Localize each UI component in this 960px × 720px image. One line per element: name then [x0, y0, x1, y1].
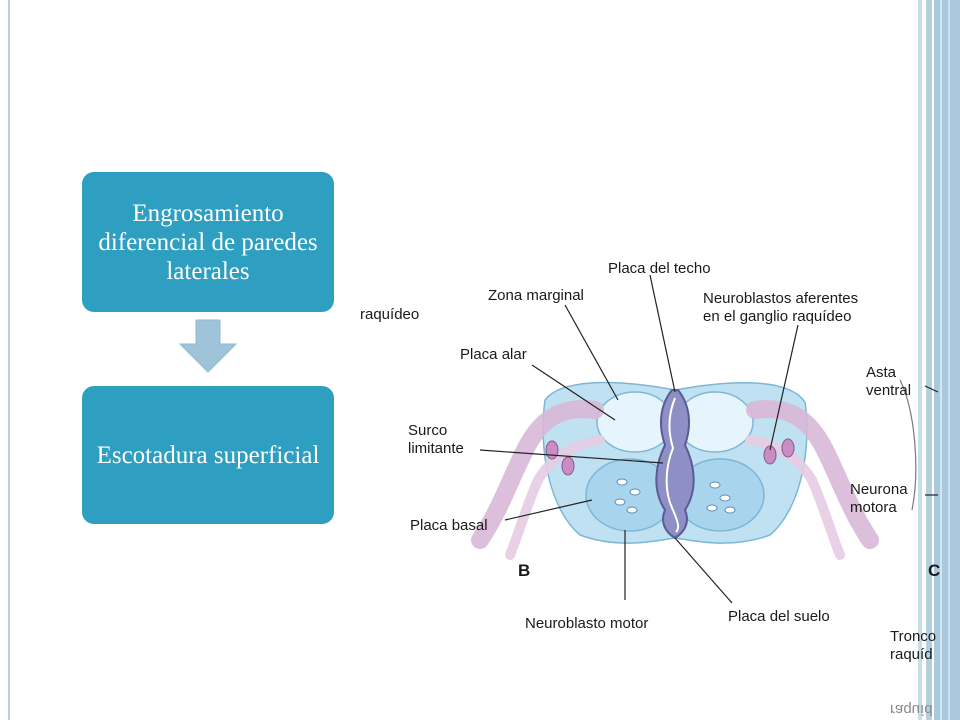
label-placa-alar: Placa alar [460, 346, 527, 363]
label-placa-suelo: Placa del suelo [728, 608, 830, 625]
slide-right-border [918, 0, 960, 720]
flow-box-engrosamiento-text: Engrosamiento diferencial de paredes lat… [98, 199, 318, 285]
label-placa-techo: Placa del techo [608, 260, 711, 277]
label-neuroblastos-aferentes: Neuroblastos aferentes en el ganglio raq… [703, 290, 859, 325]
central-canal-lumen [665, 397, 680, 533]
ganglion-cell [561, 456, 575, 476]
nerve-root-right-2 [745, 435, 845, 560]
flow-box-escotadura-text: Escotadura superficial [96, 441, 320, 469]
nerve-root-left [471, 400, 604, 549]
flow-box-escotadura: Escotadura superficial [82, 386, 334, 524]
partial-panel-c [899, 379, 917, 511]
label-neuroblasto-motor: Neuroblasto motor [525, 615, 649, 632]
flow-box-engrosamiento: Engrosamiento diferencial de paredes lat… [82, 172, 334, 312]
label-raquideo-cut: raquídeo [360, 306, 420, 323]
label-zona-marginal: Zona marginal [488, 287, 584, 304]
ganglion-cell [781, 438, 795, 458]
spinal-cord-illustration [471, 274, 938, 604]
label-neurona-motora: Neurona motora [850, 481, 908, 516]
leader-lines [479, 274, 799, 604]
ganglion-cell [545, 440, 559, 460]
label-surco-limitante: Surco limitante [408, 422, 464, 457]
label-tronco: Tronco raquíd [890, 628, 937, 663]
label-asta-ventral: Asta ventral [866, 364, 912, 399]
label-bottom-cut: raquíd [890, 701, 933, 718]
leader-asta [924, 385, 938, 393]
down-arrow-icon [178, 319, 238, 373]
slide-left-border [8, 0, 10, 720]
label-panel-c: C [928, 561, 941, 580]
label-placa-basal: Placa basal [410, 517, 488, 534]
nerve-root-left-2 [505, 435, 605, 560]
label-panel-b: B [518, 561, 531, 580]
motor-neuroblasts [614, 478, 736, 514]
spinal-cord-diagram: Placa del techo Zona marginal Neuroblast… [360, 210, 941, 720]
nerve-root-right [746, 400, 879, 549]
ganglion-cell [763, 445, 777, 465]
